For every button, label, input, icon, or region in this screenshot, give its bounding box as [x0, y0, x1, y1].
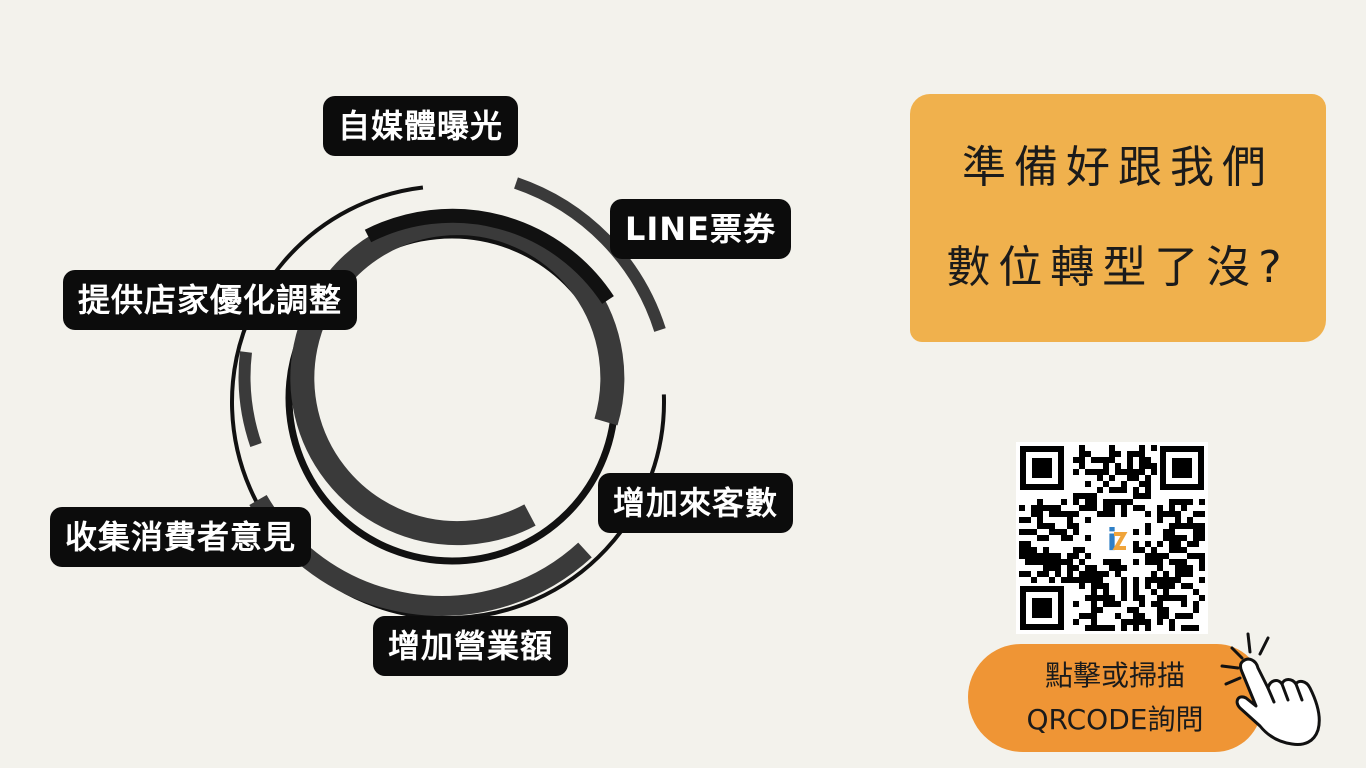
label-collect-feedback: 收集消費者意見 [50, 507, 312, 567]
outer-left-arc [238, 351, 262, 447]
qr-code[interactable]: i [1016, 442, 1208, 634]
scan-line-2: QRCODE詢問 [1026, 703, 1204, 736]
scan-button[interactable]: 點擊或掃描 QRCODE詢問 [968, 644, 1262, 752]
cta-box: 準備好跟我們 數位轉型了沒? [910, 94, 1326, 342]
inner-top-arc [364, 208, 614, 304]
inner-thick-arc [290, 211, 625, 546]
scan-line-1: 點擊或掃描 [1044, 659, 1185, 692]
label-increase-revenue: 增加營業額 [373, 616, 569, 676]
cta-line-1: 準備好跟我們 [962, 142, 1274, 193]
label-increase-visitors: 增加來客數 [598, 473, 794, 533]
qr-logo-icon: i [1107, 523, 1117, 558]
label-store-optimization: 提供店家優化調整 [63, 270, 358, 330]
outer-right-arc [514, 177, 666, 332]
tap-hand-icon [1220, 632, 1321, 746]
label-line-coupon: LINE票券 [610, 199, 791, 259]
cta-line-2: 數位轉型了沒? [946, 242, 1290, 293]
label-self-media: 自媒體曝光 [323, 96, 519, 156]
